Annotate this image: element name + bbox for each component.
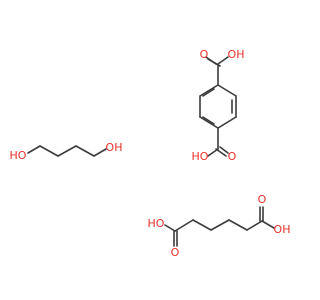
terephthalic-ring-bonds [199, 84, 237, 129]
adipic-acid: HO O O OH [148, 193, 291, 259]
hydroxyl-label: OH [274, 223, 291, 236]
hydroxyl-label: HO [148, 217, 165, 230]
oxygen-label: O [171, 246, 180, 259]
chemical-structure-canvas: O OH O HO HO OH [9, 48, 291, 259]
oxygen-label: O [200, 48, 209, 61]
terephthalic-acid: O OH O HO [192, 48, 245, 163]
terephthalic-top-carboxyl-bonds [205, 56, 229, 86]
hydroxyl-label: OH [228, 48, 245, 61]
butanediol-bonds [27, 145, 107, 157]
adipic-chain-bonds [174, 219, 263, 232]
hydroxyl-label: HO [192, 150, 209, 163]
terephthalic-bottom-carboxyl-bonds [207, 127, 229, 157]
adipic-right-carboxyl-bonds [259, 206, 275, 229]
hydroxyl-label: OH [106, 141, 123, 154]
adipic-left-carboxyl-bonds [164, 224, 178, 247]
hydroxyl-label: HO [10, 149, 27, 162]
butanediol: HO OH [10, 141, 123, 162]
oxygen-label: O [258, 193, 267, 206]
structure-drawing: O OH O HO HO OH [10, 48, 291, 259]
oxygen-label: O [228, 150, 237, 163]
